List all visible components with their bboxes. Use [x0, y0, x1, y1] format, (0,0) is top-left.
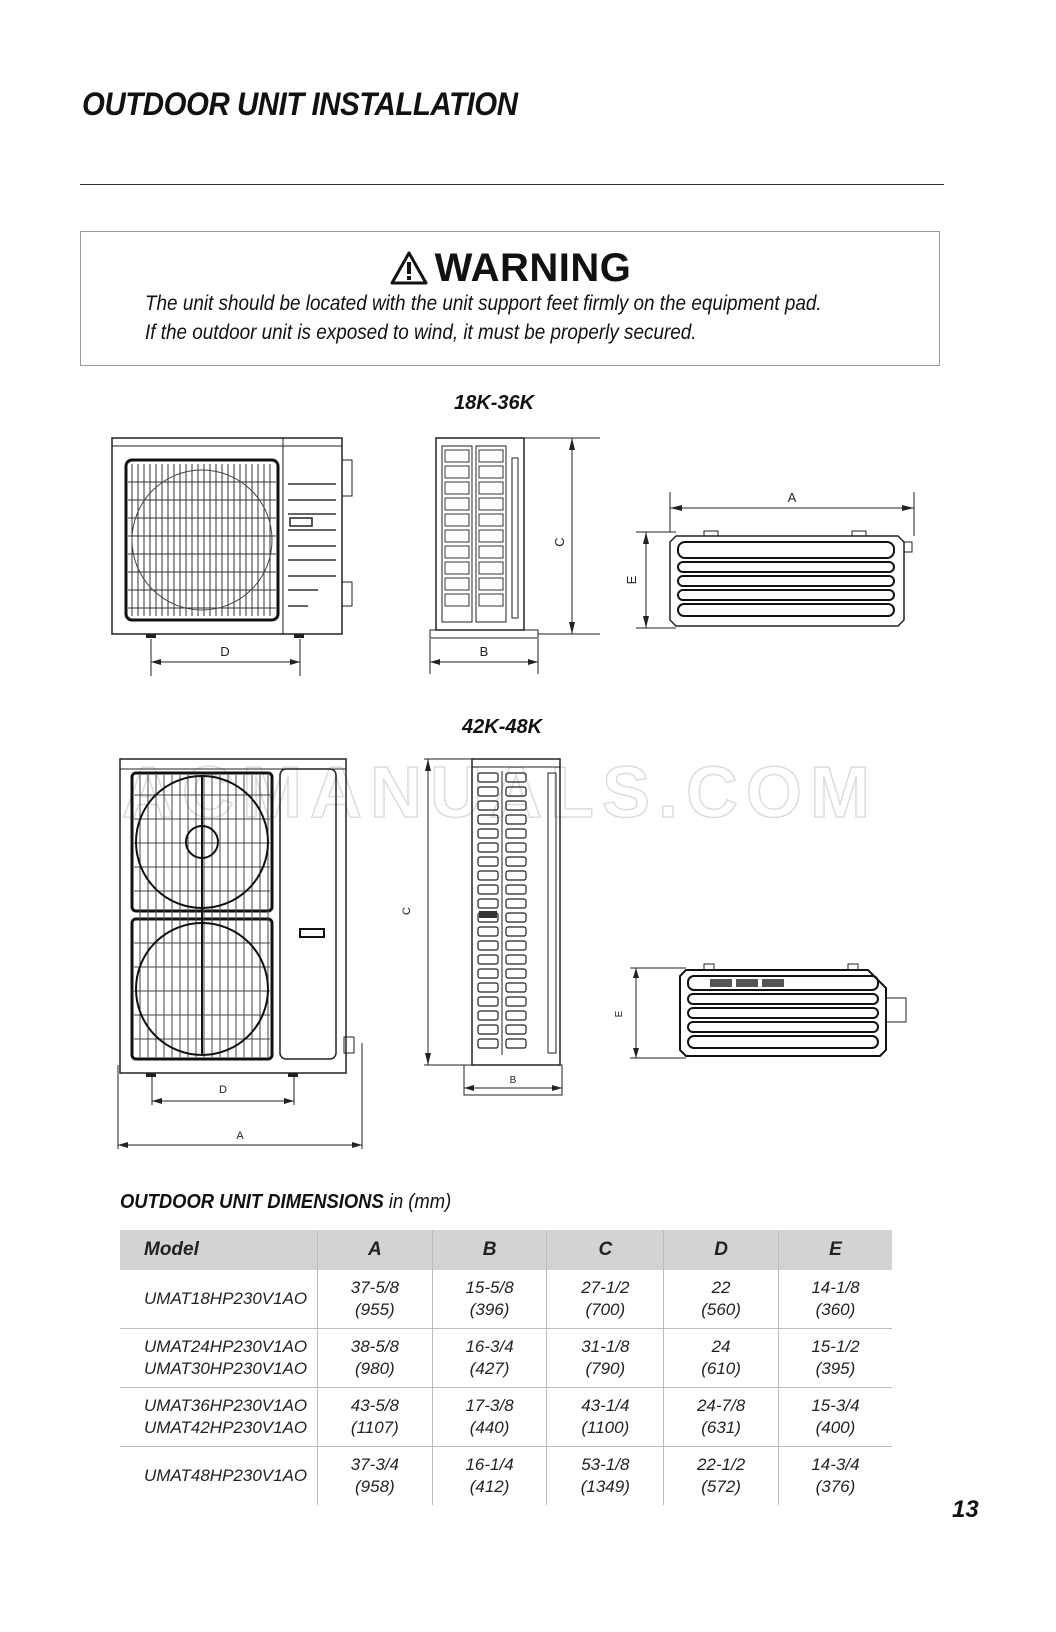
header-model: Model	[120, 1230, 318, 1270]
front-view-diagram-small: D	[111, 437, 353, 676]
side-view-diagram-large: C B	[401, 758, 563, 1096]
header-c: C	[546, 1230, 664, 1270]
model-cell: UMAT48HP230V1AO	[144, 1466, 308, 1485]
cell-e: 14-1/8(360)	[777, 1270, 892, 1329]
dim-label-b-large: B	[510, 1075, 517, 1086]
title-divider	[80, 184, 944, 185]
dimensions-table-title: OUTDOOR UNIT DIMENSIONS in (mm)	[120, 1191, 451, 1214]
cell-d: 24(610)	[663, 1328, 779, 1388]
warning-line-2: If the outdoor unit is exposed to wind, …	[145, 321, 697, 344]
cell-a: 38-5/8(980)	[317, 1328, 433, 1388]
table-row: UMAT48HP230V1AO 37-3/4(958) 16-1/4(412) …	[120, 1446, 892, 1505]
cell-c: 43-1/4(1100)	[546, 1387, 664, 1447]
cell-c: 31-1/8(790)	[546, 1328, 664, 1388]
warning-box: WARNING The unit should be located with …	[80, 231, 940, 366]
cell-a: 43-5/8(1107)	[317, 1387, 433, 1447]
dim-label-b: B	[480, 644, 489, 659]
dim-label-a-large: A	[236, 1130, 244, 1142]
dim-label-d: D	[220, 644, 229, 659]
header-d: D	[663, 1230, 779, 1270]
page-title: OUTDOOR UNIT INSTALLATION	[82, 86, 518, 122]
dimensions-table: Model A B C D E UMAT18HP230V1AO 37-5/8(9…	[120, 1230, 892, 1505]
model-cell: UMAT18HP230V1AO	[120, 1270, 318, 1329]
front-view-diagram-large: D A	[117, 758, 363, 1149]
model-range-label-18k-36k: 18K-36K	[454, 392, 535, 414]
cell-e: 14-3/4(376)	[777, 1446, 892, 1505]
warning-heading-text: WARNING	[434, 246, 632, 290]
table-header-row: Model A B C D E	[120, 1230, 892, 1270]
top-view-diagram-small: A E	[624, 490, 915, 629]
top-view-diagram-large: E	[614, 963, 907, 1059]
cell-b: 16-3/4(427)	[431, 1328, 547, 1388]
warning-line-1: The unit should be located with the unit…	[145, 292, 822, 315]
cell-c: 27-1/2(700)	[546, 1270, 664, 1329]
cell-e: 15-1/2(395)	[777, 1328, 892, 1388]
cell-b: 15-5/8(396)	[431, 1270, 547, 1329]
warning-triangle-icon	[390, 251, 428, 285]
cell-b: 17-3/8(440)	[431, 1387, 547, 1447]
cell-e: 15-3/4(400)	[777, 1387, 892, 1447]
header-a: A	[317, 1230, 433, 1270]
table-row: UMAT18HP230V1AO 37-5/8(955) 15-5/8(396) …	[120, 1270, 892, 1329]
dim-label-c-large: C	[401, 907, 413, 915]
page-number: 13	[952, 1496, 979, 1523]
warning-heading: WARNING	[81, 246, 939, 291]
dim-label-e: E	[624, 575, 639, 584]
cell-a: 37-5/8(955)	[317, 1270, 433, 1329]
dimensions-title-unit: in (mm)	[383, 1191, 452, 1213]
dim-label-a: A	[788, 490, 797, 505]
side-view-diagram-small: C B	[429, 437, 600, 674]
dimensions-title-bold: OUTDOOR UNIT DIMENSIONS	[120, 1191, 384, 1213]
cell-a: 37-3/4(958)	[317, 1446, 433, 1505]
header-e: E	[777, 1230, 892, 1270]
cell-c: 53-1/8(1349)	[546, 1446, 664, 1505]
cell-b: 16-1/4(412)	[431, 1446, 547, 1505]
dim-label-d-large: D	[219, 1084, 227, 1096]
header-b: B	[431, 1230, 547, 1270]
model-range-label-42k-48k: 42K-48K	[462, 716, 543, 738]
cell-d: 24-7/8(631)	[663, 1387, 779, 1447]
cell-d: 22(560)	[663, 1270, 779, 1329]
dim-label-c: C	[552, 537, 567, 546]
dim-label-e-large: E	[614, 1010, 625, 1017]
cell-d: 22-1/2(572)	[663, 1446, 779, 1505]
